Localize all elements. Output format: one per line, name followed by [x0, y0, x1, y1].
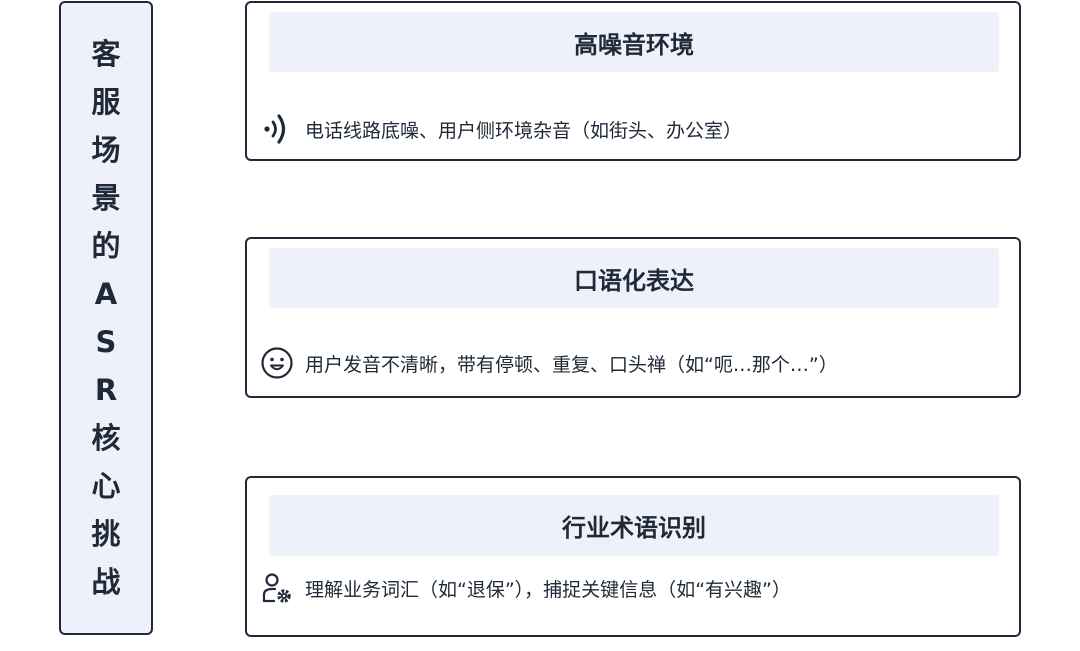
card-title: 行业术语识别: [269, 495, 999, 556]
card-description: 用户发音不清晰，带有停顿、重复、口头禅（如“呃…那个…”）: [305, 353, 838, 376]
card-title: 口语化表达: [269, 248, 999, 308]
side-title-char: R: [94, 373, 118, 407]
user-settings-icon: [259, 570, 295, 606]
side-title-char: 景: [91, 181, 121, 215]
side-title-panel: 客 服 场 景 的 A S R 核 心 挑 战: [59, 1, 153, 635]
sound-wave-icon: [259, 111, 295, 147]
side-title-char: 客: [91, 37, 121, 71]
side-title-char: 的: [91, 229, 121, 263]
smiley-face-icon: [259, 345, 295, 381]
card-title: 高噪音环境: [269, 12, 999, 72]
side-title-char: S: [95, 325, 117, 359]
challenge-card-noise: 高噪音环境 电话线路底噪、用户侧环境杂音（如街头、办公室）: [245, 1, 1021, 161]
side-title-char: 战: [91, 565, 121, 599]
card-description-row: 理解业务词汇（如“退保”），捕捉关键信息（如“有兴趣”）: [259, 568, 1007, 608]
side-title-char: A: [94, 277, 118, 311]
card-description: 理解业务词汇（如“退保”），捕捉关键信息（如“有兴趣”）: [305, 578, 791, 601]
card-description-row: 用户发音不清晰，带有停顿、重复、口头禅（如“呃…那个…”）: [259, 343, 1007, 383]
side-title-char: 服: [91, 85, 121, 119]
card-description-row: 电话线路底噪、用户侧环境杂音（如街头、办公室）: [259, 109, 1007, 149]
challenge-card-colloquial: 口语化表达 用户发音不清晰，带有停顿、重复、口头禅（如“呃…那个…”）: [245, 237, 1021, 398]
side-title-char: 核: [91, 421, 121, 455]
card-description: 电话线路底噪、用户侧环境杂音（如街头、办公室）: [305, 119, 743, 142]
side-title-char: 心: [91, 469, 121, 503]
side-title-char: 挑: [91, 517, 121, 551]
side-title-char: 场: [91, 133, 121, 167]
challenge-card-terminology: 行业术语识别 理解业务词汇（如“退保”），捕捉关键信息（如“有兴趣”）: [245, 476, 1021, 637]
